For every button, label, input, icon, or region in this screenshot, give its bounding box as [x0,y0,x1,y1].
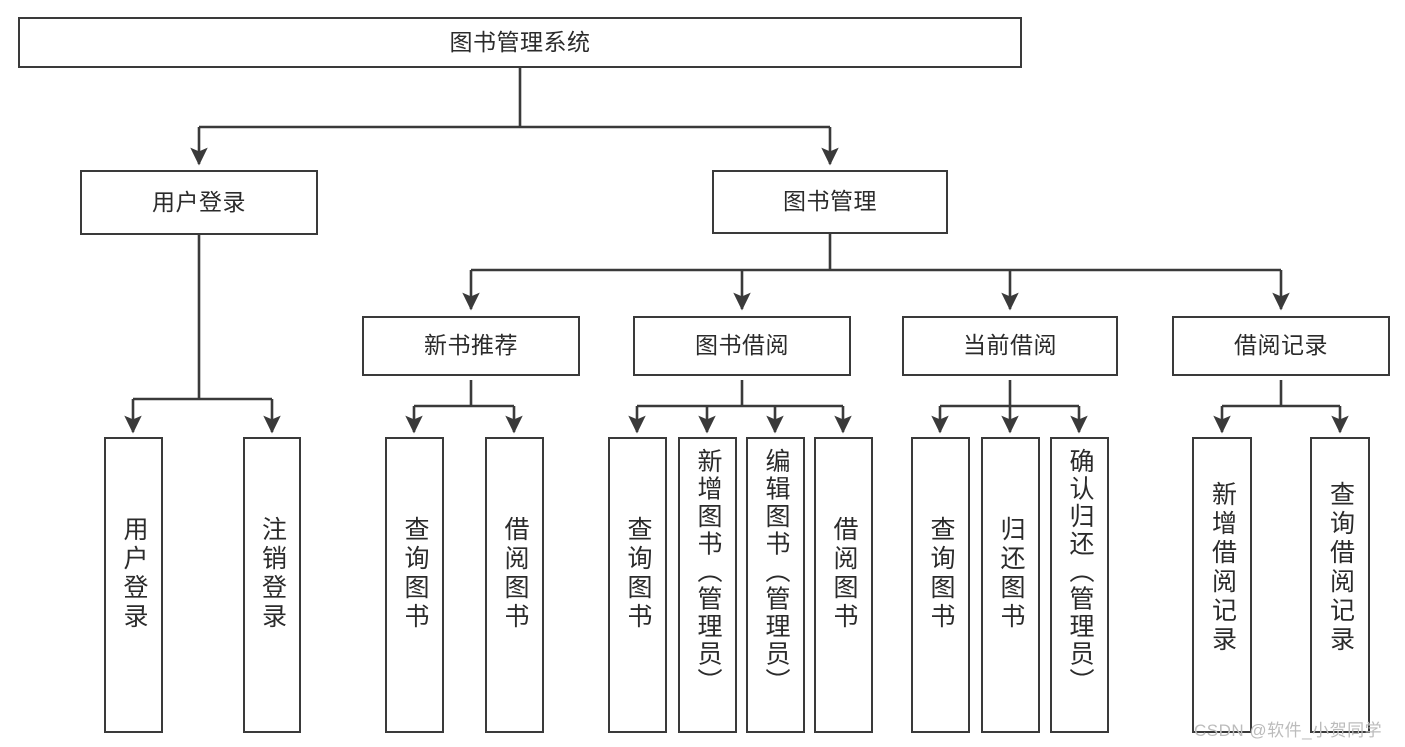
node-book-borrow[interactable]: 图书借阅 [633,316,851,376]
leaf-edit-book-label: 编辑图书（管理员） [762,448,790,696]
leaf-query-book-3-label: 查询图书 [927,516,955,632]
node-new-book-recommend-label: 新书推荐 [424,332,518,359]
leaf-add-book[interactable]: 新增图书（管理员） [678,437,737,733]
leaf-logout-login-label: 注销登录 [258,516,287,632]
leaf-query-book-3[interactable]: 查询图书 [911,437,970,733]
node-root[interactable]: 图书管理系统 [18,17,1022,68]
leaf-confirm-return[interactable]: 确认归还（管理员） [1050,437,1109,733]
leaf-query-book-1[interactable]: 查询图书 [385,437,444,733]
leaf-return-book[interactable]: 归还图书 [981,437,1040,733]
node-current-borrow[interactable]: 当前借阅 [902,316,1118,376]
node-current-borrow-label: 当前借阅 [963,332,1057,359]
leaf-borrow-book-1[interactable]: 借阅图书 [485,437,544,733]
leaf-query-book-2-label: 查询图书 [624,516,652,632]
leaf-borrow-book-2[interactable]: 借阅图书 [814,437,873,733]
leaf-borrow-book-2-label: 借阅图书 [830,516,858,632]
leaf-query-book-1-label: 查询图书 [401,516,429,632]
node-user-login[interactable]: 用户登录 [80,170,318,235]
node-book-borrow-label: 图书借阅 [695,332,789,359]
leaf-query-record[interactable]: 查询借阅记录 [1310,437,1370,733]
leaf-add-book-label: 新增图书（管理员） [694,448,722,696]
leaf-query-record-label: 查询借阅记录 [1326,481,1355,655]
leaf-add-record-label: 新增借阅记录 [1208,481,1237,655]
leaf-borrow-book-1-label: 借阅图书 [501,516,529,632]
leaf-logout-login[interactable]: 注销登录 [243,437,301,733]
leaf-add-record[interactable]: 新增借阅记录 [1192,437,1252,733]
node-book-manage[interactable]: 图书管理 [712,170,948,234]
node-root-label: 图书管理系统 [449,28,591,55]
leaf-user-login-label: 用户登录 [120,516,148,632]
node-book-manage-label: 图书管理 [783,188,877,215]
node-borrow-record-label: 借阅记录 [1234,332,1328,359]
leaf-user-login[interactable]: 用户登录 [104,437,163,733]
node-new-book-recommend[interactable]: 新书推荐 [362,316,580,376]
leaf-confirm-return-label: 确认归还（管理员） [1066,448,1094,696]
node-borrow-record[interactable]: 借阅记录 [1172,316,1390,376]
leaf-return-book-label: 归还图书 [997,516,1025,632]
csdn-watermark: CSDN @软件_小贺同学 [1194,721,1383,740]
node-user-login-label: 用户登录 [152,188,246,215]
leaf-edit-book[interactable]: 编辑图书（管理员） [746,437,805,733]
leaf-query-book-2[interactable]: 查询图书 [608,437,667,733]
